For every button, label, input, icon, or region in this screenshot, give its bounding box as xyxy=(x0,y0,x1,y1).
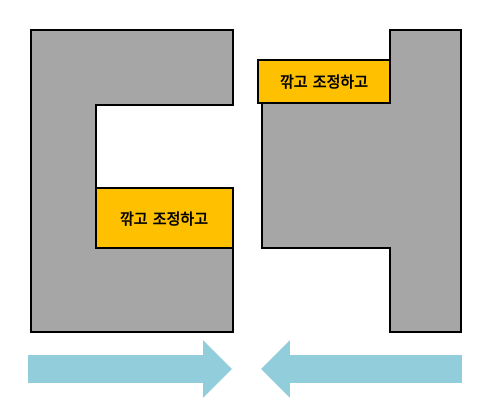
right-label-text: 깎고 조정하고 xyxy=(280,73,368,91)
arrow-left-icon xyxy=(261,340,462,398)
right-label-box xyxy=(257,59,391,104)
arrow-right-icon xyxy=(28,340,232,398)
right-block xyxy=(261,29,462,333)
left-label-box xyxy=(95,187,234,249)
left-label-text: 깎고 조정하고 xyxy=(120,210,208,228)
left-block xyxy=(30,29,234,333)
